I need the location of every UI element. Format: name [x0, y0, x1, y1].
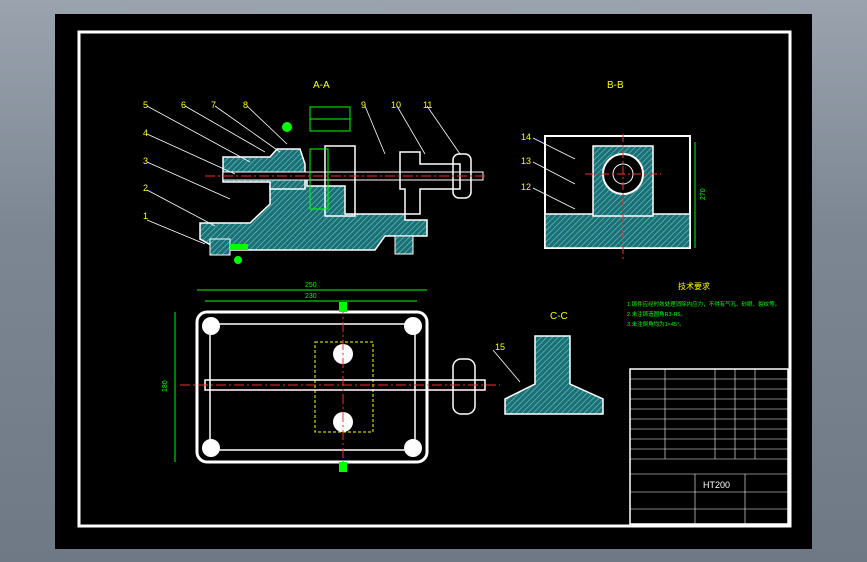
base-bb: [544, 213, 691, 249]
callout-5: 5: [143, 100, 148, 110]
view-label-aa: A-A: [313, 80, 330, 91]
callout-13: 13: [521, 156, 531, 166]
callout-6: 6: [181, 100, 186, 110]
cad-drawing: A-A: [77, 30, 792, 528]
right-foot-aa: [394, 235, 414, 255]
top-view: 250 230 180: [162, 282, 500, 472]
left-foot-aa: [209, 238, 231, 256]
dimension-top-height: 180: [162, 380, 169, 392]
callout-7: 7: [211, 100, 216, 110]
dimension-bb-height: 270: [700, 188, 707, 200]
leader-lines-aa: [146, 105, 461, 245]
notes-line-2: 2.未注铸造圆角R3-R5。: [627, 310, 686, 318]
section-view-bb: B-B 270 14 13 12: [521, 80, 707, 259]
callout-labels-aa: 1 2 3 4 5 6 7 8 9 10 11: [143, 100, 432, 221]
cc-profile: [504, 335, 604, 415]
callout-10: 10: [391, 100, 401, 110]
material-label: HT200: [703, 480, 730, 490]
dimension-top-inner: 230: [305, 293, 317, 300]
datum-symbol-top: [282, 122, 292, 132]
view-label-bb: B-B: [607, 80, 624, 91]
drawing-frame: [77, 30, 792, 528]
hidden-gear-outline: [314, 341, 374, 433]
section-view-aa: A-A: [143, 80, 485, 264]
callout-12: 12: [521, 182, 531, 192]
callout-3: 3: [143, 156, 148, 166]
base-body-aa: [199, 173, 428, 251]
callout-8: 8: [243, 100, 248, 110]
technical-notes: 技术要求 1.铸件应经时效处理消除内应力，不得有气孔、砂眼、裂纹等。 2.未注铸…: [627, 281, 780, 328]
datum-symbol-bottom: [230, 244, 248, 250]
left-housing-aa: [222, 148, 306, 190]
view-label-cc: C-C: [550, 311, 568, 322]
section-view-cc: C-C 15: [492, 311, 604, 415]
top-housing-outline: [195, 310, 429, 464]
dimension-top-outer: 250: [305, 282, 317, 289]
callout-15: 15: [495, 342, 505, 352]
drawing-sheet: A-A: [55, 14, 812, 549]
callout-9: 9: [361, 100, 366, 110]
callout-4: 4: [143, 128, 148, 138]
handwheel-top: [452, 358, 476, 415]
title-block: HT200: [629, 368, 789, 525]
callout-2: 2: [143, 183, 148, 193]
callout-11: 11: [423, 100, 432, 110]
notes-line-3: 3.未注倒角均为1×45°。: [627, 320, 685, 328]
notes-line-1: 1.铸件应经时效处理消除内应力，不得有气孔、砂眼、裂纹等。: [627, 300, 780, 308]
right-support-aa: [399, 151, 461, 215]
gear-outline-aa: [309, 148, 329, 210]
gear-block-aa: [324, 145, 356, 217]
callout-14: 14: [521, 132, 531, 142]
notes-title: 技术要求: [678, 281, 710, 291]
callout-1: 1: [143, 211, 148, 221]
